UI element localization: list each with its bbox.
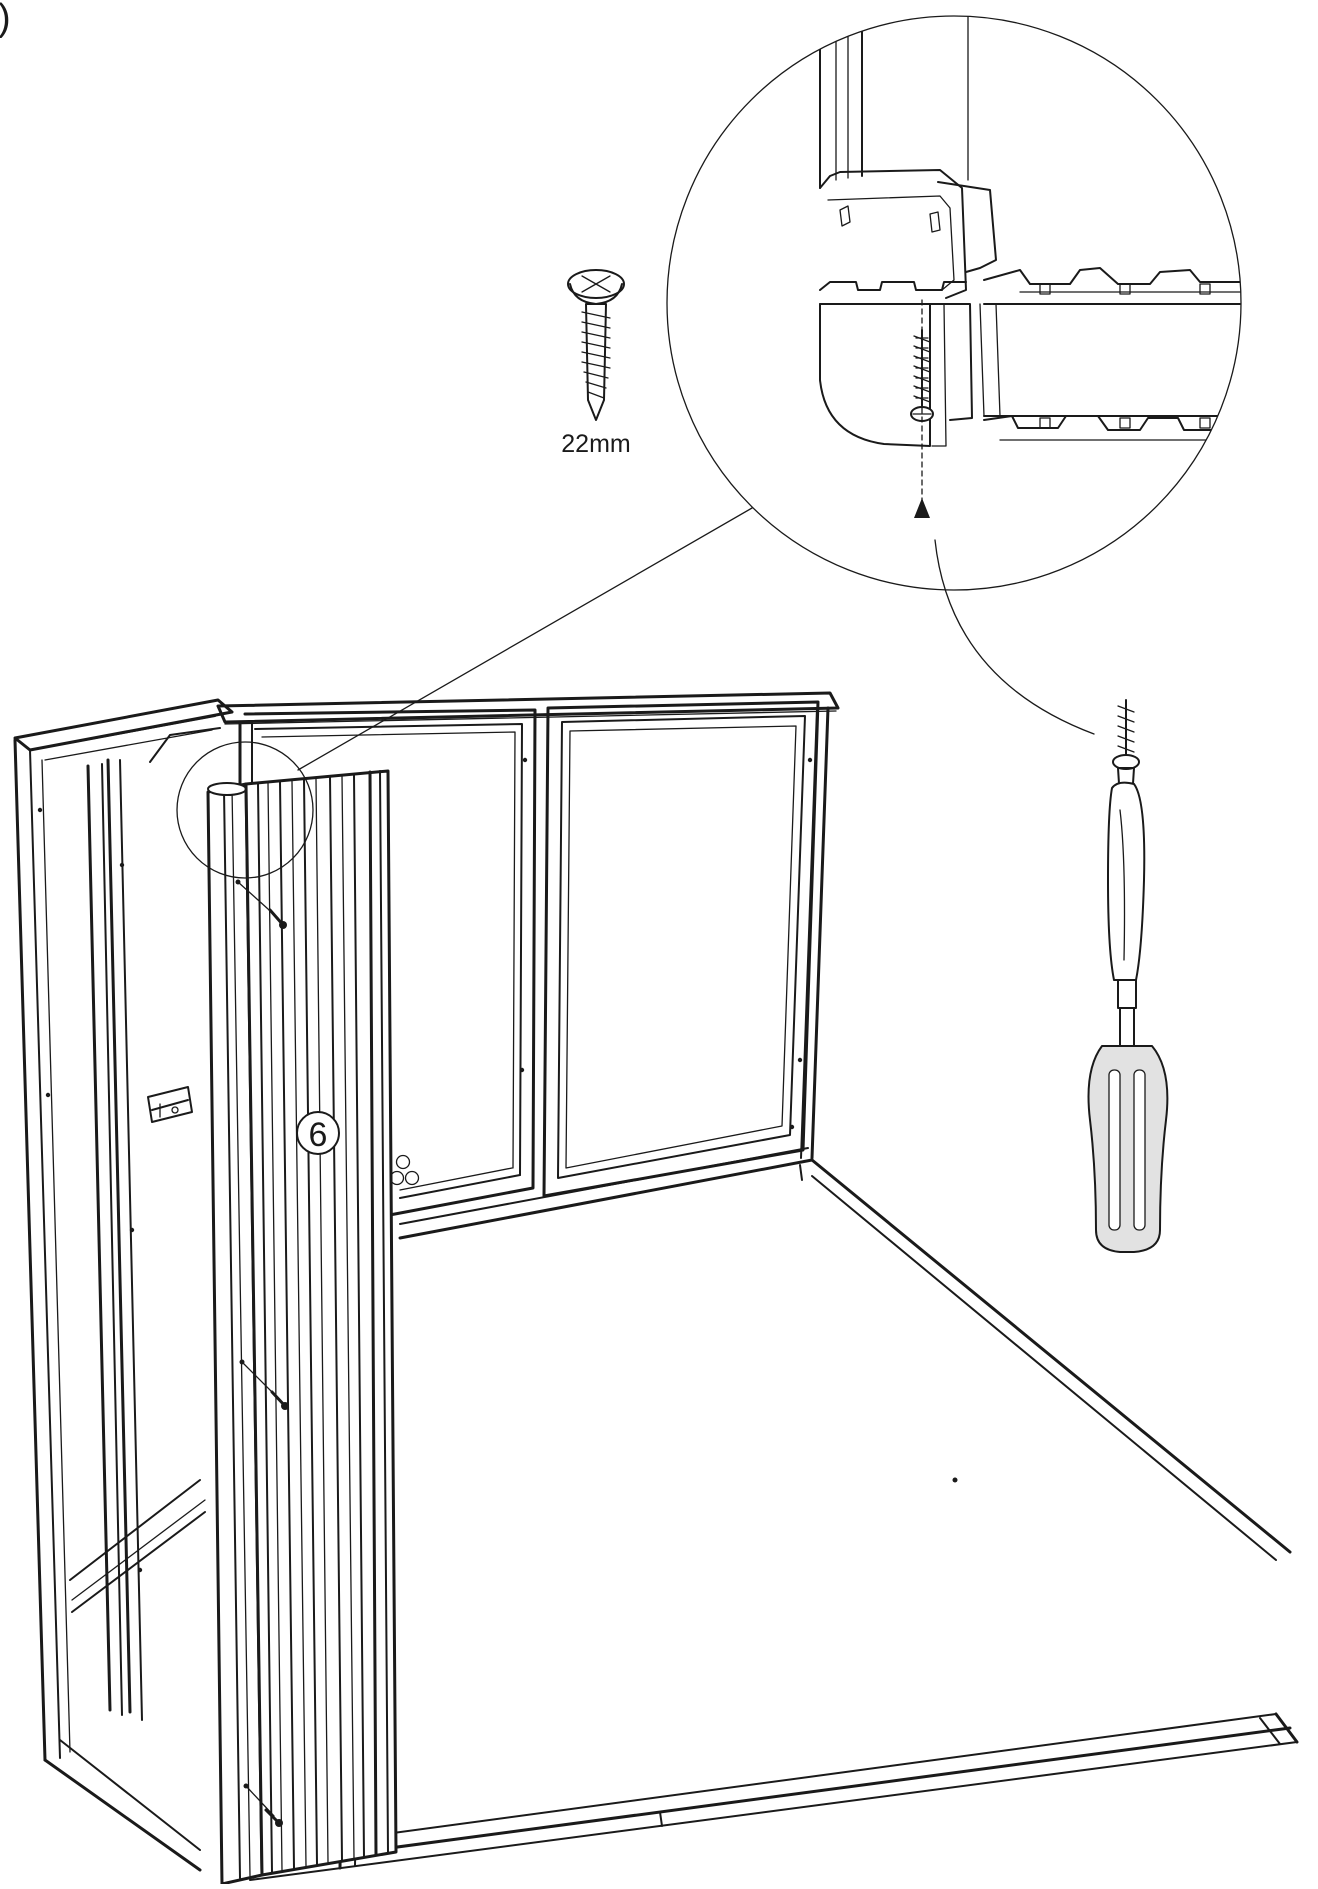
panel-screw-icon <box>239 1359 289 1410</box>
left-wall <box>13 698 234 1872</box>
screw-length-label: 22mm <box>561 430 630 458</box>
magnified-detail-circle <box>666 15 1242 591</box>
floor-base <box>238 1158 1299 1881</box>
direction-arrow <box>934 539 1095 735</box>
back-wall <box>216 691 840 1242</box>
panel-screws <box>235 879 289 1827</box>
screw-icon <box>567 269 625 421</box>
detail-source-marker <box>176 507 753 879</box>
panel-6: 6 <box>244 769 398 1877</box>
panel-screw-icon <box>243 1783 283 1827</box>
step-marker: ) <box>0 0 11 39</box>
panel-screw-icon <box>235 879 287 929</box>
screwdriver-icon <box>1087 699 1169 1253</box>
part-number-callout: 6 <box>309 1116 328 1154</box>
